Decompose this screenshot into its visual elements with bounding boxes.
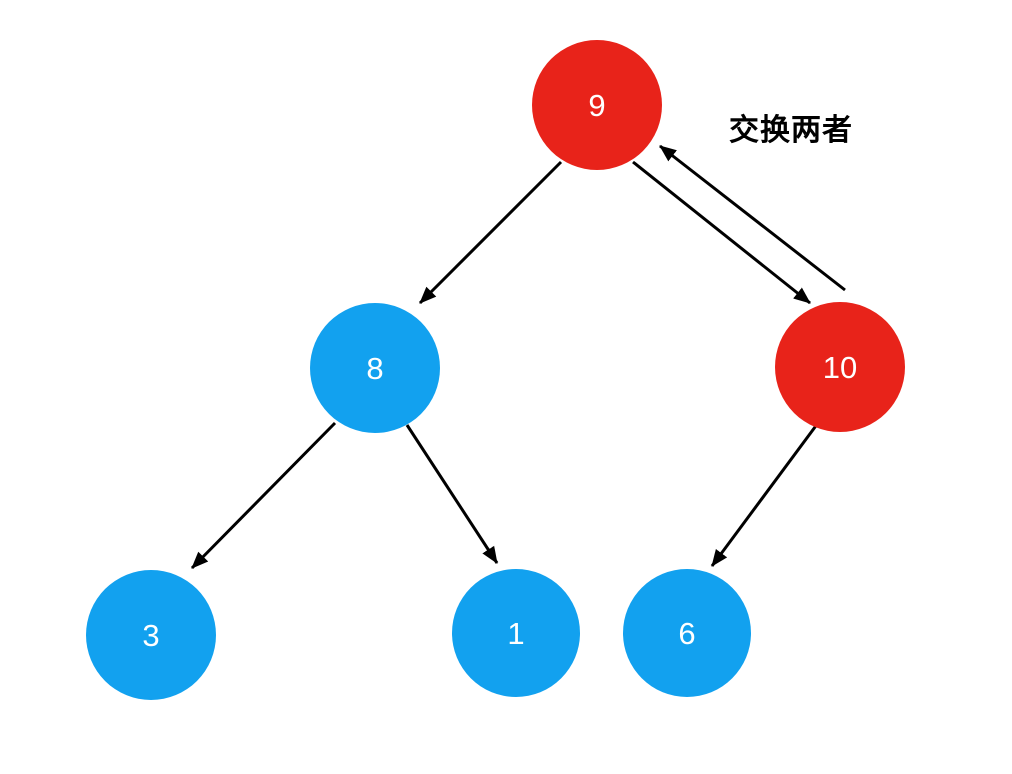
edge-10-to-6: [710, 422, 820, 567]
tree-node-10-label: 10: [823, 350, 857, 385]
swap-annotation: 交换两者: [729, 113, 853, 147]
tree-node-6: [623, 569, 751, 697]
tree-node-10: [775, 302, 905, 432]
tree-node-8-label: 8: [366, 351, 383, 386]
edge-9-to-10-swap-arrow: [632, 160, 811, 305]
tree-node-9-label: 9: [588, 88, 605, 123]
tree-node-9: [532, 40, 662, 170]
edge-10-to-9-swap-arrow: [659, 144, 846, 292]
tree-node-6-label: 6: [678, 616, 695, 651]
tree-node-1-label: 1: [507, 616, 524, 651]
tree-node-8: [310, 303, 440, 433]
tree-node-3: [86, 570, 216, 700]
edge-9-to-8: [418, 160, 563, 305]
tree-node-3-label: 3: [142, 618, 159, 653]
edge-8-to-1: [405, 424, 499, 564]
edge-8-to-3: [190, 421, 337, 570]
tree-node-1: [452, 569, 580, 697]
